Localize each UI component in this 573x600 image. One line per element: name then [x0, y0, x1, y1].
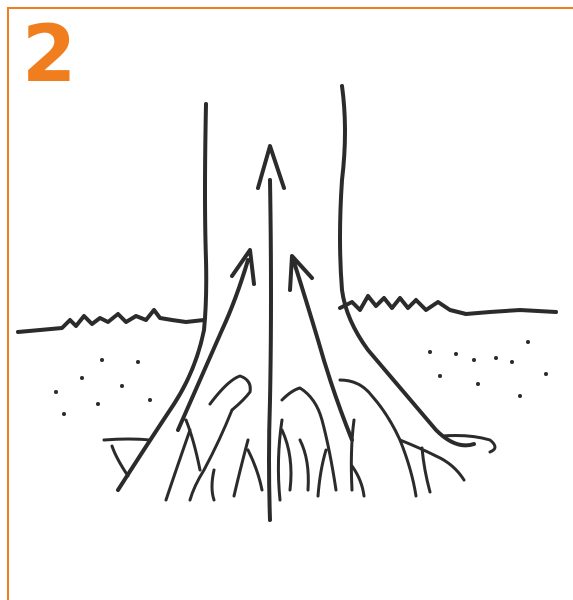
trunk-left-edge — [118, 104, 206, 490]
root-left-4 — [210, 376, 250, 410]
soil-dot — [428, 350, 432, 354]
root-center-5 — [318, 450, 326, 496]
root-right-2 — [351, 420, 354, 490]
soil-dot — [54, 390, 58, 394]
trunk-right-edge — [340, 86, 474, 445]
root-right-5 — [422, 448, 430, 492]
root-left-9 — [186, 420, 200, 470]
root-left-8 — [248, 450, 262, 490]
root-left-7 — [234, 440, 248, 496]
soil-dot — [454, 352, 458, 356]
soil-dot — [120, 384, 124, 388]
root-center-3 — [282, 430, 291, 490]
soil-dot — [526, 340, 530, 344]
soil-dot — [96, 402, 100, 406]
soil-dot — [544, 372, 548, 376]
root-left-2 — [112, 446, 128, 476]
soil-dot — [136, 360, 140, 364]
soil-dot — [476, 382, 480, 386]
root-left-1 — [104, 439, 150, 440]
root-center-4 — [300, 440, 308, 490]
soil-dot — [100, 358, 104, 362]
root-right-4 — [400, 440, 464, 480]
soil-dot — [438, 374, 442, 378]
soil-dot — [510, 360, 514, 364]
soil-dot — [472, 358, 476, 362]
root-right-3 — [352, 466, 364, 496]
soil-dot — [494, 356, 498, 360]
ground-line-left — [18, 310, 204, 332]
arrow-center-shaft — [269, 180, 271, 520]
soil-dot — [80, 376, 84, 380]
ground-line-right — [340, 296, 556, 314]
soil-dot — [62, 412, 66, 416]
soil-dot — [148, 398, 152, 402]
root-left-3 — [166, 430, 190, 500]
soil-dot — [518, 394, 522, 398]
root-left-6 — [212, 470, 214, 500]
